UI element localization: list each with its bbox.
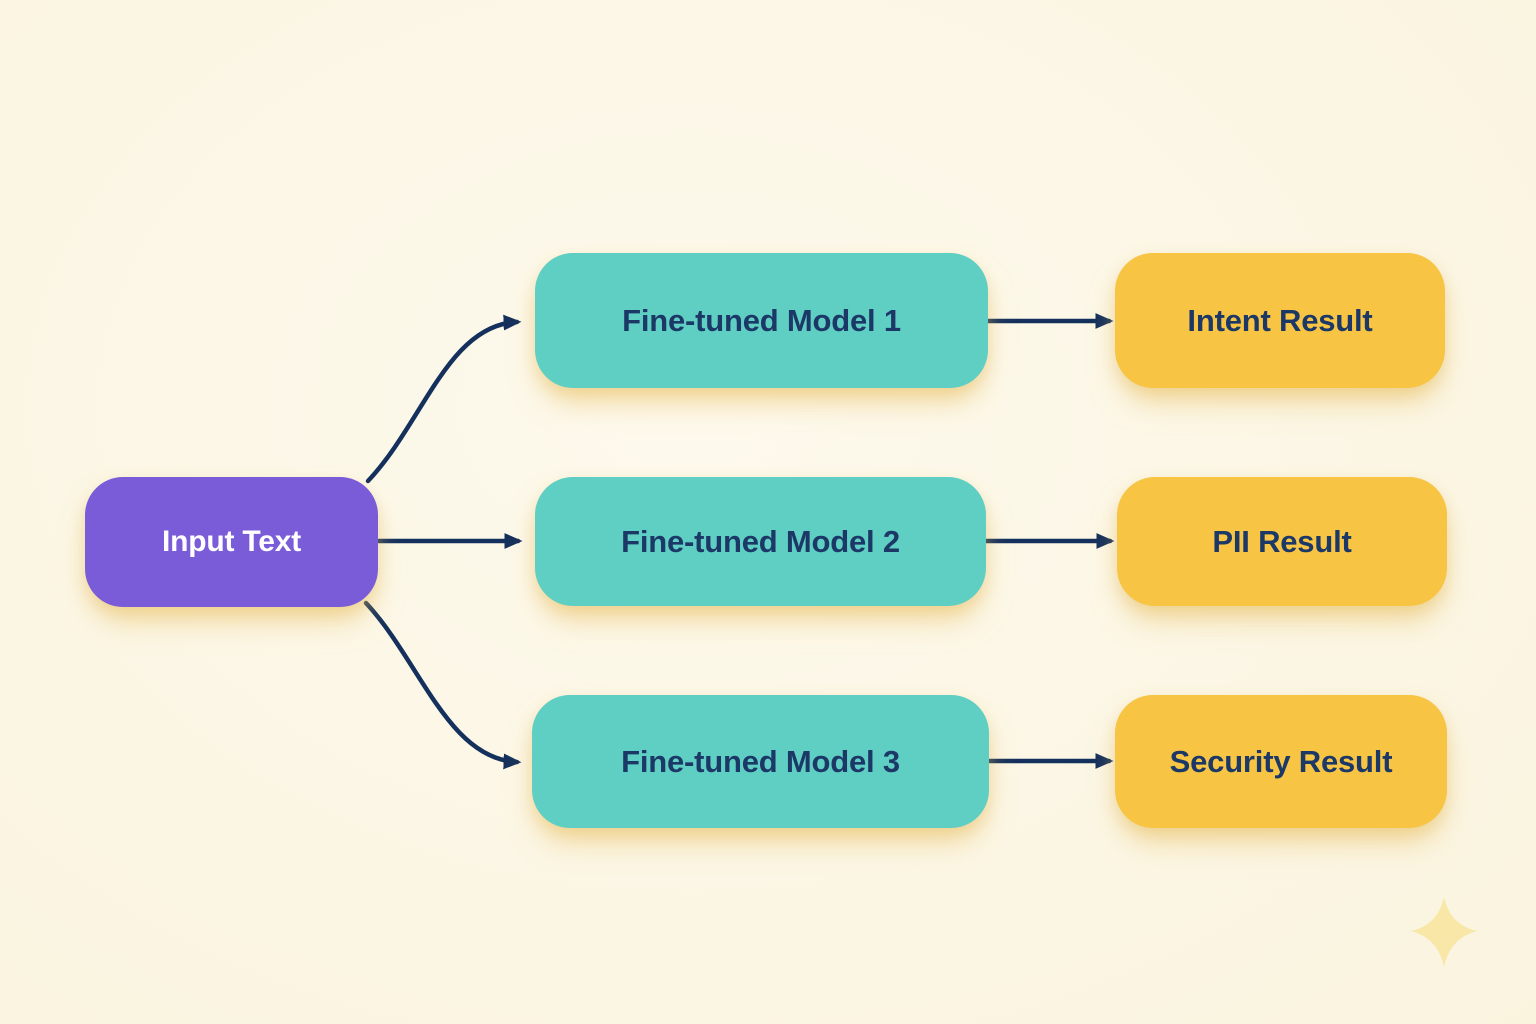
sparkle-icon <box>1411 897 1477 967</box>
node-fine-tuned-model-3-label: Fine-tuned Model 3 <box>621 743 900 779</box>
edge-input-to-model-1 <box>365 314 522 484</box>
edge-input-to-model-3 <box>363 600 522 770</box>
node-fine-tuned-model-1: Fine-tuned Model 1 <box>535 253 988 388</box>
node-intent-result: Intent Result <box>1115 253 1445 388</box>
node-fine-tuned-model-2-label: Fine-tuned Model 2 <box>621 523 900 559</box>
node-fine-tuned-model-1-label: Fine-tuned Model 1 <box>622 302 901 338</box>
node-input-text-label: Input Text <box>161 525 302 558</box>
node-fine-tuned-model-2: Fine-tuned Model 2 <box>535 477 986 606</box>
node-security-result-label: Security Result <box>1169 743 1393 779</box>
node-security-result: Security Result <box>1115 695 1447 828</box>
node-pii-result-label: PII Result <box>1212 523 1352 559</box>
node-input-text: Input Text <box>85 477 378 607</box>
node-intent-result-label: Intent Result <box>1187 302 1373 338</box>
node-fine-tuned-model-3: Fine-tuned Model 3 <box>532 695 989 828</box>
node-pii-result: PII Result <box>1117 477 1447 606</box>
